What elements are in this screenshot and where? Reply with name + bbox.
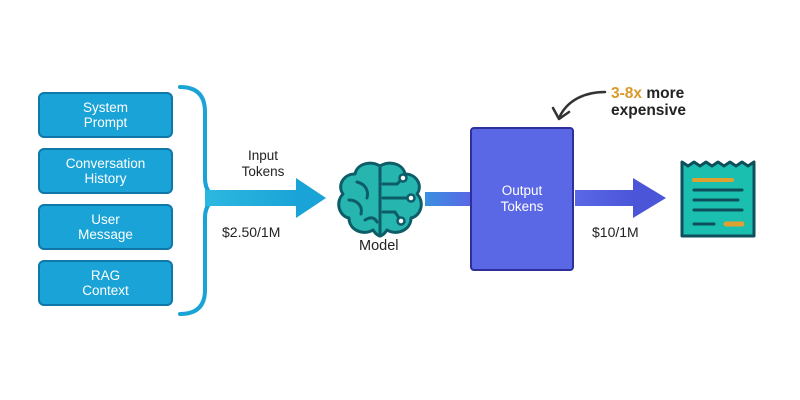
annotation-line2: expensive (611, 102, 686, 119)
input-label: Conversation History (65, 156, 146, 186)
input-label: User Message (78, 212, 133, 242)
cost-annotation: 3-8x more expensive (611, 85, 686, 119)
annotation-curved-arrow (551, 90, 607, 121)
output-price: $10/1M (592, 224, 639, 240)
input-rag-context: RAG Context (38, 260, 173, 306)
annotation-line1-rest: more (642, 85, 685, 102)
model-label: Model (359, 238, 399, 254)
model-to-output-arrow (425, 192, 471, 206)
input-conversation-history: Conversation History (38, 148, 173, 194)
brain-circuit-icon (337, 161, 423, 238)
output-tokens-label: Output Tokens (500, 183, 544, 214)
receipt-icon (680, 160, 756, 238)
input-tokens-label: Input Tokens (241, 148, 285, 179)
input-price: $2.50/1M (222, 224, 281, 240)
output-arrow (575, 178, 666, 218)
input-user-message: User Message (38, 204, 173, 250)
input-arrow (205, 178, 326, 218)
annotation-highlight: 3-8x (611, 85, 643, 102)
output-tokens-box: Output Tokens (470, 127, 574, 271)
input-label: System Prompt (82, 100, 128, 130)
input-system-prompt: System Prompt (38, 92, 173, 138)
input-label: RAG Context (82, 268, 129, 298)
